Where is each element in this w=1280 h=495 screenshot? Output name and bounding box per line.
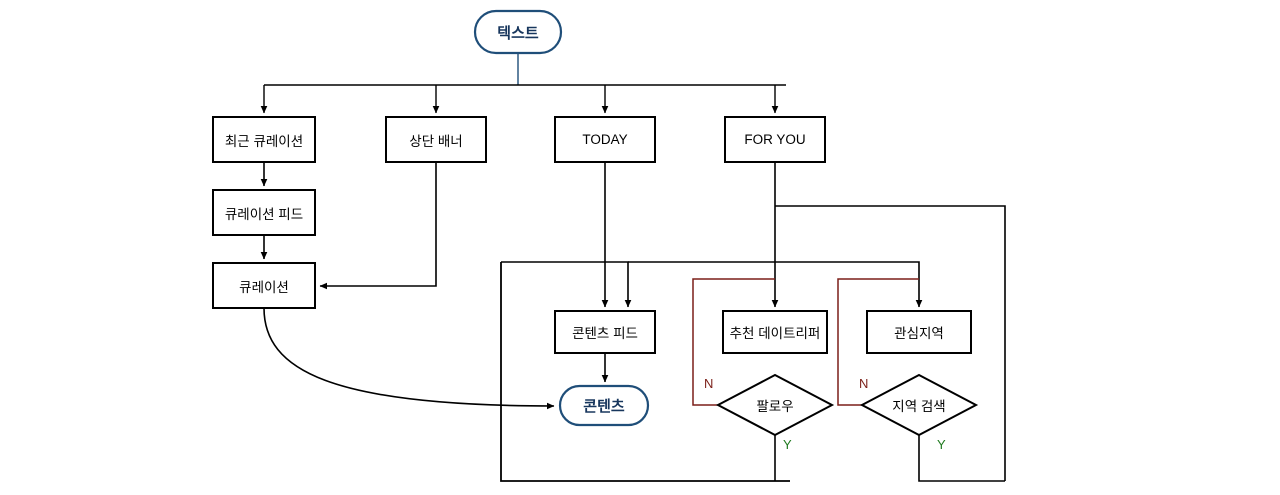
node-text[interactable] [473,9,563,55]
edge-area-search-yes [918,435,1005,482]
node-for-you[interactable] [724,116,826,163]
node-top-banner[interactable] [385,116,487,163]
edge-foryou-to-interest-area [775,205,1006,481]
node-content-feed[interactable] [554,310,656,354]
node-content[interactable] [558,384,650,427]
node-area-search[interactable] [859,373,979,437]
node-today[interactable] [554,116,656,163]
edge-banner-to-curation [319,162,437,290]
node-curation[interactable] [212,262,316,309]
node-recommend-trip[interactable] [722,310,828,354]
node-interest-area[interactable] [866,310,972,354]
node-curation-feed[interactable] [212,189,316,236]
edge-text-fanout [260,53,786,114]
node-follow[interactable] [715,373,835,437]
node-recent-curation[interactable] [212,116,316,163]
edge-bottom-loop-left [500,262,790,482]
edge-bottom-loop-left-top [501,261,632,308]
edge-curation-to-content [263,307,555,410]
edge-area-search-no-loop [837,278,919,406]
edge-upper-rail-to-interest-area [628,261,923,308]
edge-follow-no-loop [692,278,775,406]
